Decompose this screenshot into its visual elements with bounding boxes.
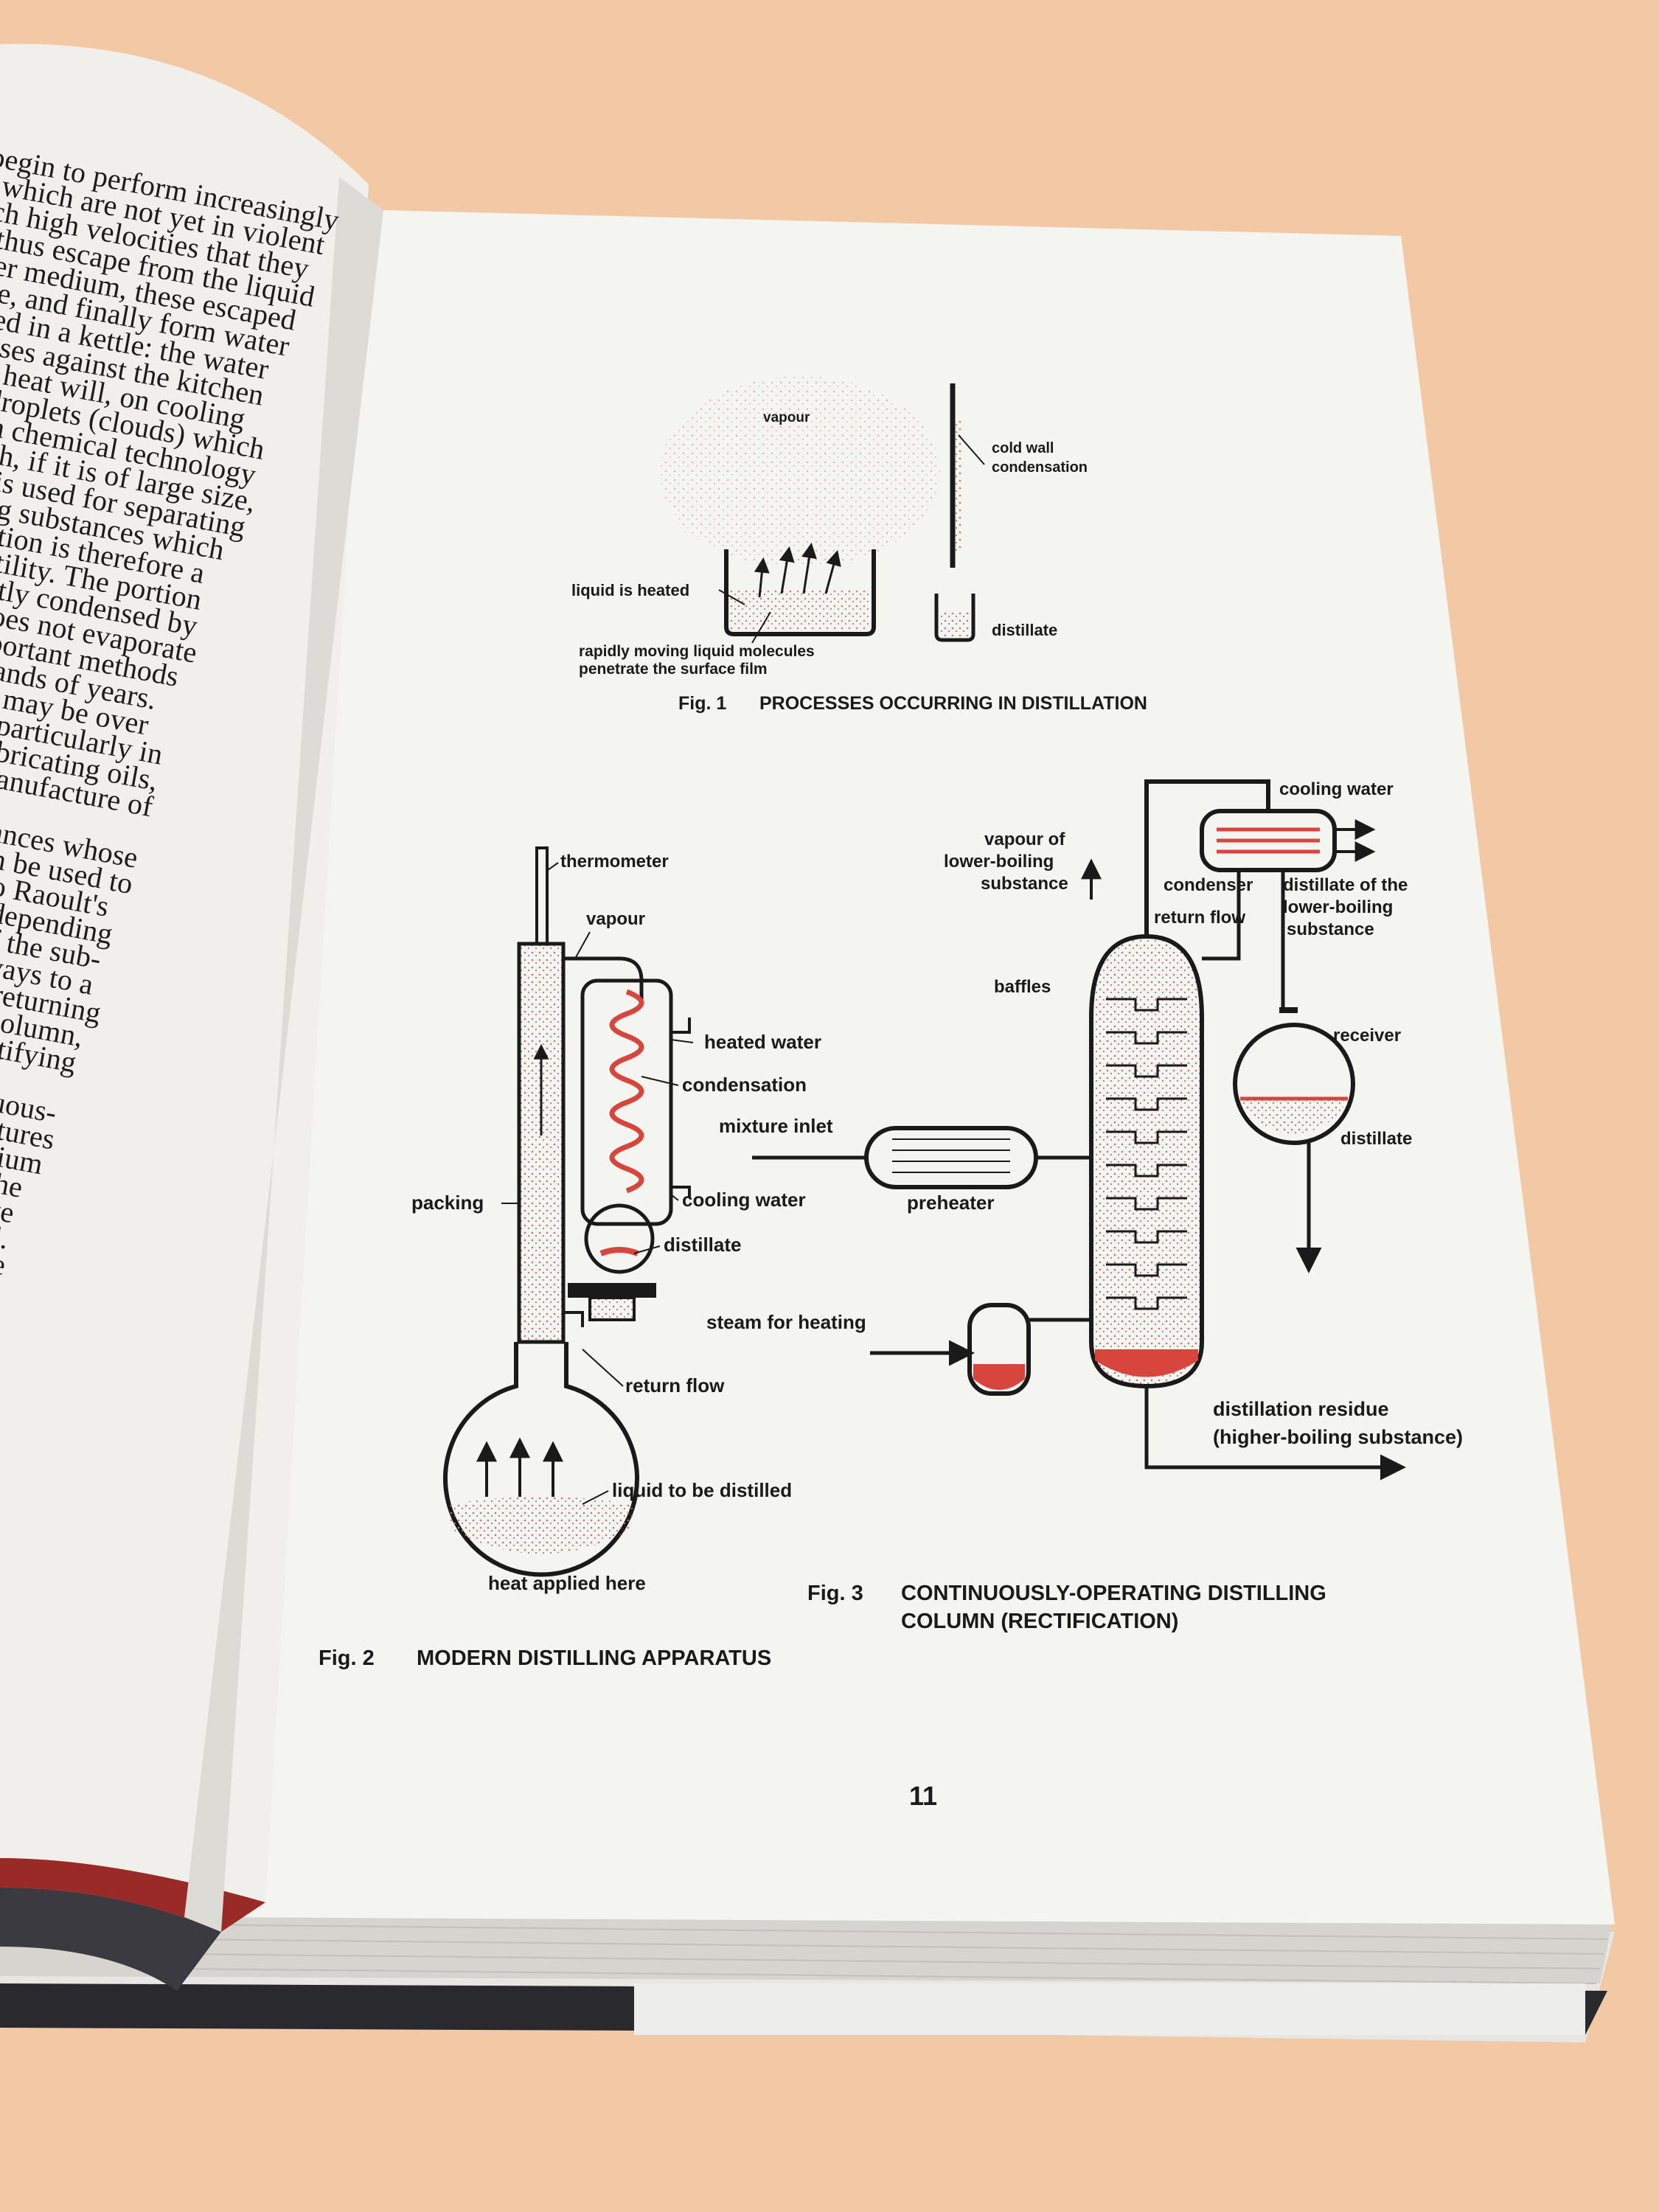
column-baffles: [1106, 998, 1187, 1310]
packed-column: [517, 942, 566, 1344]
distillate-vessel: [934, 594, 975, 642]
svg-text:Fig. 3: Fig. 3: [807, 1582, 863, 1605]
svg-text:lower-boiling: lower-boiling: [944, 852, 1054, 872]
condenser-jacket: [580, 978, 673, 1226]
rectification-column: [1089, 933, 1204, 1389]
svg-text:cooling water: cooling water: [1279, 779, 1394, 799]
svg-text:substance: substance: [981, 874, 1068, 894]
svg-text:thermometer: thermometer: [560, 852, 669, 872]
svg-text:return flow: return flow: [625, 1374, 725, 1397]
svg-text:cooling water: cooling water: [682, 1189, 806, 1211]
vapour-cloud: [660, 376, 940, 568]
svg-text:MODERN DISTILLING APPARATUS: MODERN DISTILLING APPARATUS: [417, 1646, 771, 1670]
preheater: [864, 1126, 1038, 1189]
svg-text:steam for heating: steam for heating: [706, 1311, 866, 1333]
svg-text:vapour of: vapour of: [984, 830, 1065, 849]
svg-text:distillate: distillate: [1340, 1129, 1412, 1149]
svg-text:liquid to be distilled: liquid to be distilled: [612, 1479, 792, 1501]
svg-text:Fig. 1: Fig. 1: [678, 693, 726, 714]
figure-1: vapour cold wall condensation liquid is …: [571, 376, 1147, 714]
svg-text:liquid is heated: liquid is heated: [571, 581, 689, 599]
svg-text:CONTINUOUSLY-OPERATING DISTILL: CONTINUOUSLY-OPERATING DISTILLING: [901, 1582, 1326, 1605]
svg-text:cold wall: cold wall: [992, 440, 1054, 456]
svg-text:heated water: heated water: [704, 1031, 821, 1053]
svg-text:lower-boiling: lower-boiling: [1283, 897, 1393, 917]
svg-text:PROCESSES OCCURRING IN DISTILL: PROCESSES OCCURRING IN DISTILLATION: [759, 693, 1147, 714]
svg-text:receiver: receiver: [1333, 1026, 1401, 1046]
svg-text:distillate: distillate: [992, 621, 1057, 639]
svg-text:return flow: return flow: [1154, 908, 1245, 928]
svg-text:packing: packing: [411, 1192, 484, 1214]
boiling-flask: [443, 1342, 639, 1577]
svg-text:condensation: condensation: [992, 459, 1088, 476]
svg-text:heat applied here: heat applied here: [488, 1572, 646, 1594]
beaker: [724, 549, 876, 636]
svg-text:condenser: condenser: [1164, 875, 1253, 895]
svg-text:COLUMN (RECTIFICATION): COLUMN (RECTIFICATION): [901, 1610, 1178, 1633]
figure-2: thermometer vapour heated water condensa…: [319, 846, 821, 1670]
svg-text:rapidly moving liquid molecule: rapidly moving liquid molecules: [579, 643, 815, 660]
svg-text:vapour: vapour: [586, 909, 645, 929]
figure-3: cooling water vapour of lower-boiling su…: [706, 779, 1463, 1633]
svg-text:Fig. 2: Fig. 2: [319, 1646, 375, 1670]
svg-text:mixture inlet: mixture inlet: [719, 1115, 833, 1137]
distillate-receiver: [584, 1203, 655, 1274]
svg-text:distillation residue: distillation residue: [1213, 1398, 1389, 1420]
svg-text:substance: substance: [1287, 919, 1374, 939]
page-number: 11: [909, 1781, 937, 1811]
svg-text:preheater: preheater: [907, 1192, 995, 1214]
svg-text:penetrate the surface film: penetrate the surface film: [579, 661, 768, 678]
svg-text:vapour: vapour: [763, 410, 810, 425]
svg-text:baffles: baffles: [994, 977, 1051, 997]
svg-text:distillate of the: distillate of the: [1283, 875, 1408, 895]
svg-text:(higher-boiling substance): (higher-boiling substance): [1213, 1426, 1463, 1448]
svg-text:distillate: distillate: [664, 1234, 741, 1256]
svg-text:condensation: condensation: [682, 1074, 807, 1096]
